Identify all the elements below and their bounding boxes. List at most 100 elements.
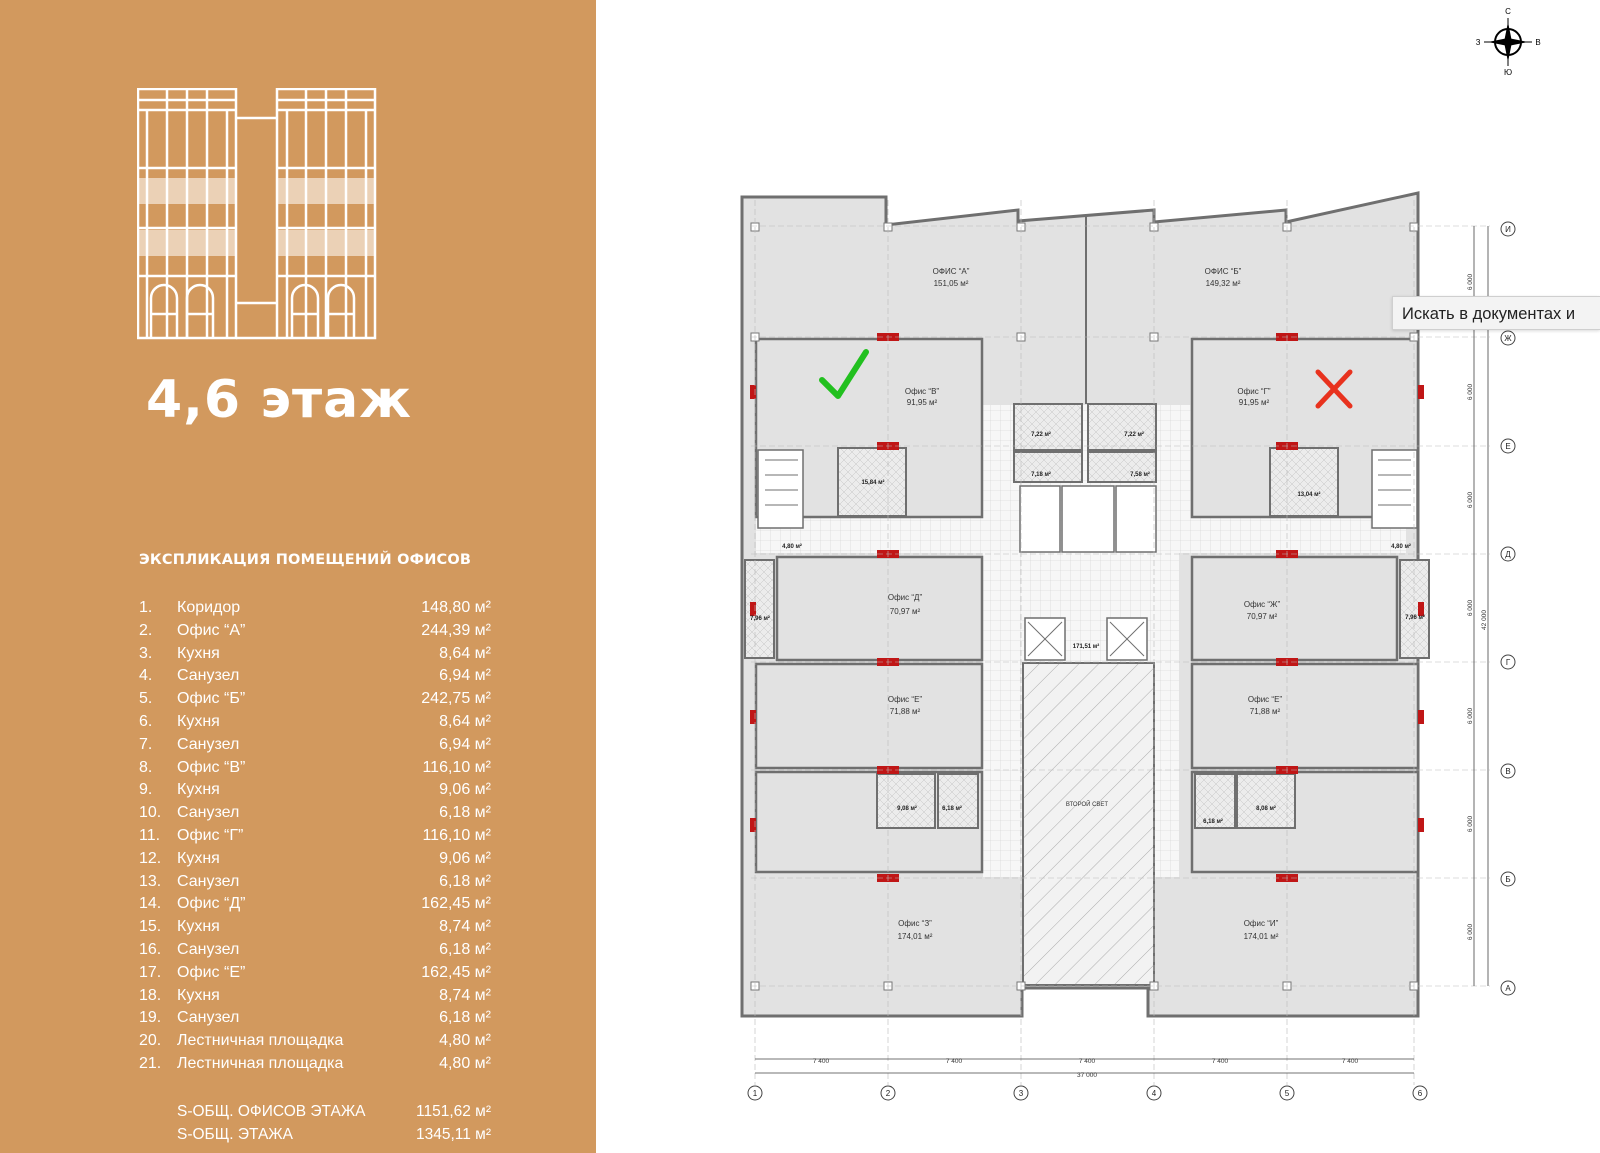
total-row: S-ОБЩ. ОФИСОВ ЭТАЖА 1151,62 м² [177,1100,491,1123]
row-dim-label: 6 000 [1467,815,1474,832]
total-row: S-ОБЩ. ЭТАЖА 1345,11 м² [177,1123,491,1146]
office-e-left-name: Офис “Е” [888,695,922,704]
room-num: 13. [139,872,162,890]
room-num: 11. [139,826,161,844]
total-label: S-ОБЩ. ЭТАЖА [177,1126,293,1143]
office-z-area: 174,01 м² [898,932,933,941]
area-label: 9,08 м² [897,805,917,812]
row-axis-label: И [1505,225,1511,234]
cross-mark-icon [1315,369,1353,409]
span-label: 7 400 [946,1058,963,1065]
room-name: Санузел [177,667,240,685]
office-b-name: ОФИС “Б” [1205,267,1242,276]
second-light-label: ВТОРОЙ СВЕТ [1066,800,1109,808]
room-name: Санузел [177,1009,240,1027]
room-area: 8,64 м² [439,712,491,730]
room-area: 6,18 м² [439,940,491,958]
room-row: 8. Офис “В” 116,10 м² [139,757,491,780]
office-g-name: Офис “Г” [1237,387,1270,396]
compass-icon [1484,18,1532,66]
room-name: Коридор [177,599,241,616]
total-value: 1345,11 м² [415,1126,491,1143]
room-name: Офис “А” [177,621,246,639]
search-documents-tooltip[interactable]: Искать в документах и [1392,296,1600,330]
span-label: 7 400 [813,1058,830,1065]
total-height-label: 42 000 [1481,610,1488,630]
row-dim-label: 6 000 [1467,273,1474,290]
floor-plan: С Ю З В ВТОРОЙ СВЕТ [740,7,1541,1101]
room-area: 8,74 м² [439,986,491,1004]
room-num: 6. [139,712,153,730]
room-num: 7. [139,735,153,753]
total-value: 1151,62 м² [415,1103,491,1120]
office-e-right-area: 71,88 м² [1250,707,1281,716]
room-area: 4,80 м² [439,1032,491,1050]
room-num: 9. [139,781,153,799]
room-name: Санузел [177,940,240,958]
room-name: Офис “Г” [177,826,244,844]
row-dim-label: 6 000 [1467,383,1474,400]
room-area: 162,45 м² [421,895,491,913]
row-axis-label: Е [1505,442,1510,451]
compass-east-label: В [1535,38,1540,47]
room-num: 10. [139,804,162,822]
room-name: Офис “В” [177,758,246,776]
totals-list: S-ОБЩ. ОФИСОВ ЭТАЖА 1151,62 м² S-ОБЩ. ЭТАЖ… [177,1100,491,1146]
office-zh-name: Офис “Ж” [1244,600,1281,609]
room-area: 244,39 м² [421,621,491,639]
room-row: 20. Лестничная площадка 4,80 м² [139,1030,491,1053]
building-logo [137,88,377,340]
area-label: 8,08 м² [1256,805,1276,812]
room-name: Кухня [177,918,220,936]
room-name: Лестничная площадка [177,1032,344,1050]
info-panel: 4,6 этаж ЭКСПЛИКАЦИЯ ПОМЕЩЕНИЙ ОФИСОВ 1.… [0,0,596,1153]
room-name: Санузел [177,735,240,753]
room-num: 3. [139,644,153,662]
room-name: Офис “Б” [177,690,246,708]
explication-heading: ЭКСПЛИКАЦИЯ ПОМЕЩЕНИЙ ОФИСОВ [139,552,472,568]
col-axis-label: 6 [1418,1089,1423,1098]
span-label: 7 400 [1342,1058,1359,1065]
room-area: 242,75 м² [421,690,491,708]
room-num: 2. [139,621,153,639]
room-num: 12. [139,849,162,867]
room-num: 8. [139,758,153,776]
office-e-right-name: Офис “Е” [1248,695,1282,704]
col-axis-label: 2 [886,1089,891,1098]
room-row: 5.Офис “Б”242,75 м² [139,688,491,711]
room-area: 116,10 м² [422,826,491,844]
office-d-name: Офис “Д” [888,593,923,602]
room-area: 6,18 м² [439,872,491,890]
row-dim-label: 6 000 [1467,599,1474,616]
room-num: 20. [139,1032,162,1050]
office-g-area: 91,95 м² [1239,398,1270,407]
row-axis-label: В [1505,767,1510,776]
col-axis-label: 3 [1019,1089,1024,1098]
total-label: S-ОБЩ. ОФИСОВ ЭТАЖА [177,1103,366,1120]
row-dim-label: 6 000 [1467,707,1474,724]
room-area: 6,18 м² [439,1009,491,1027]
room-area: 116,10 м² [422,758,491,776]
compass-west-label: З [1476,38,1481,47]
room-name: Кухня [177,849,220,867]
office-a-name: ОФИС “А” [933,267,970,276]
room-num: 17. [139,963,162,981]
office-i-name: Офис “И” [1244,919,1279,928]
office-z-name: Офис “З” [898,919,932,928]
room-name: Офис “Е” [177,963,246,981]
office-i-area: 174,01 м² [1244,932,1279,941]
room-row: 2. Офис “А” 244,39 м² [139,620,491,643]
room-num: 1. [139,599,153,616]
office-zh-area: 70,97 м² [1247,612,1278,621]
office-d-area: 70,97 м² [890,607,921,616]
